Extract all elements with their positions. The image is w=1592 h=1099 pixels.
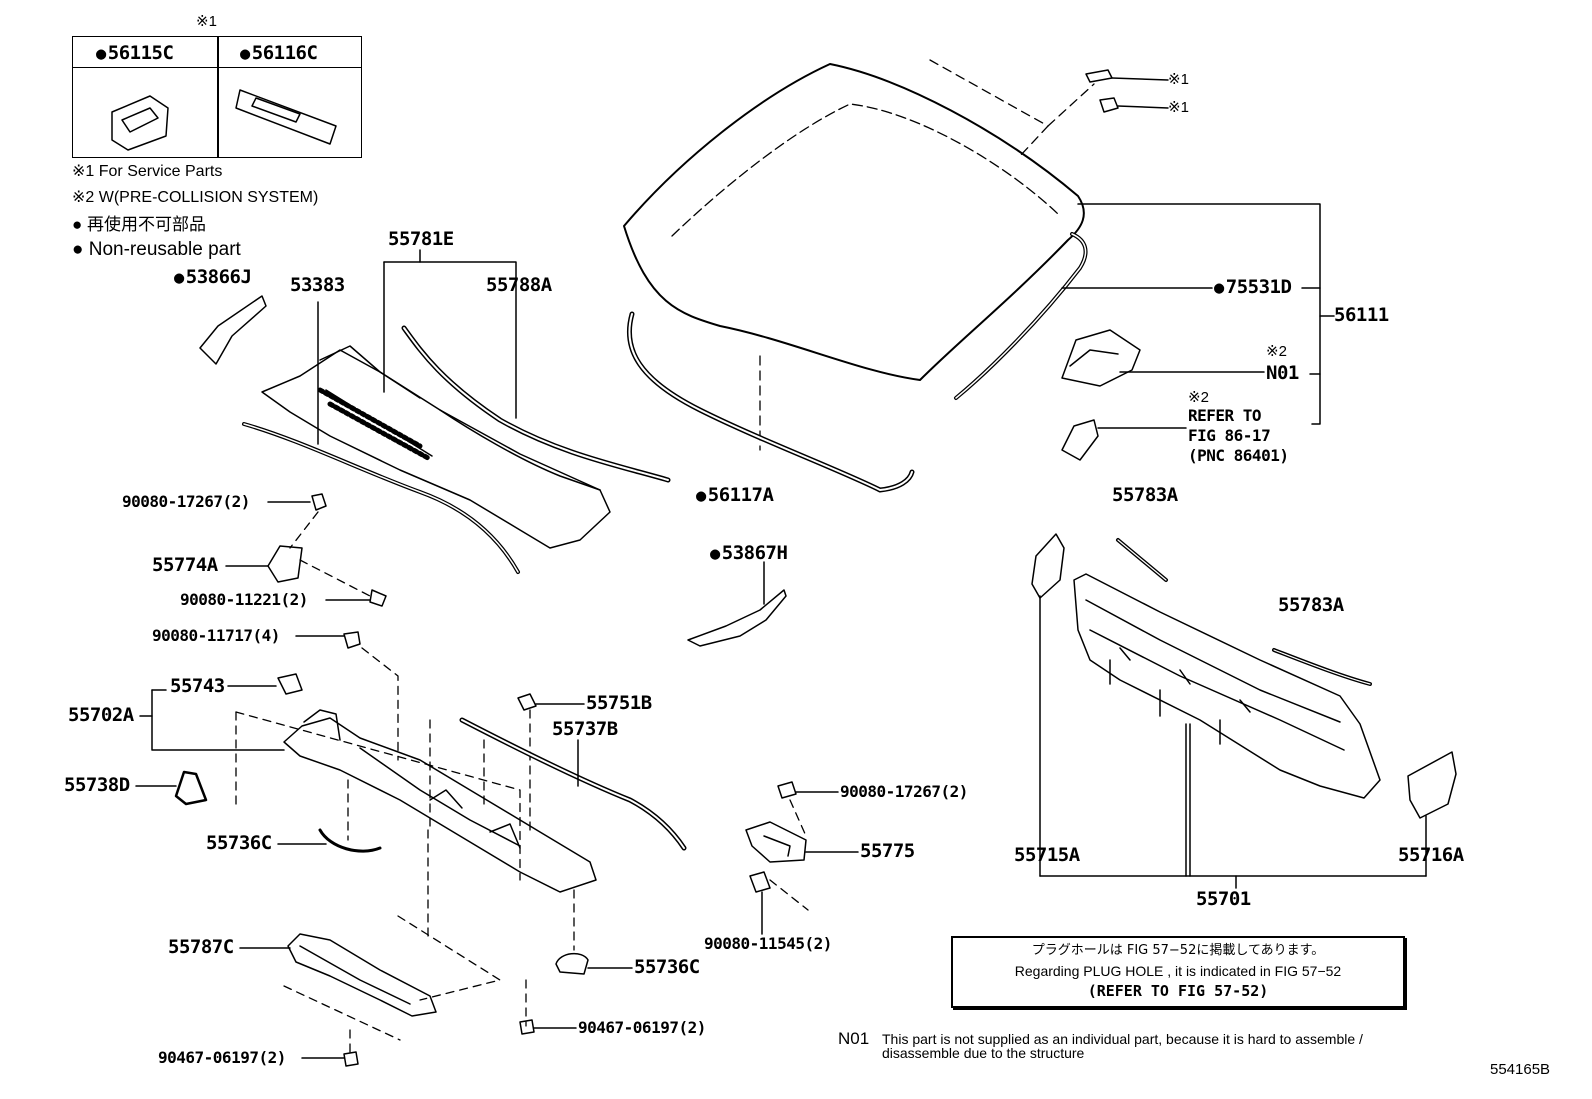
dash-panel-callout — [1039, 595, 1427, 889]
cowl-lower-callout — [139, 685, 285, 751]
legend-thumb-56116C — [235, 89, 337, 145]
windshield-glass — [623, 63, 1085, 381]
seal-55736C-b — [555, 952, 589, 975]
legend-divider — [217, 37, 219, 157]
ref-box-refer: (REFER TO FIG 57-52) — [1087, 982, 1269, 1000]
dash-panel — [1073, 573, 1381, 799]
seal-55737B — [459, 693, 687, 851]
label-55736C-right: 55736C — [634, 956, 700, 978]
label-N01: N01 — [1266, 362, 1299, 384]
bracket-53867H — [687, 589, 787, 647]
label-55788A: 55788A — [486, 274, 552, 296]
legend-note-service: ※1 For Service Parts — [72, 163, 223, 180]
footnote-line-1: This part is not supplied as an individu… — [882, 1031, 1363, 1047]
refer-line-3: (PNC 86401) — [1188, 446, 1289, 465]
mark-refer: ※2 — [1188, 389, 1209, 406]
side-molding-strip — [954, 232, 1088, 400]
bracket-55775 — [745, 781, 859, 935]
legend-note-nonreusable: ● Non-reusable part — [72, 239, 241, 260]
sensor-bracket — [1061, 329, 1141, 461]
label-56111: 56111 — [1334, 304, 1389, 326]
gusset-55716A — [1407, 751, 1457, 819]
label-55783A-top: 55783A — [1112, 484, 1178, 506]
legend-col-56115C: 56115C — [96, 44, 174, 63]
label-55783A-right: 55783A — [1278, 594, 1344, 616]
legend-table-mark: ※1 — [196, 13, 217, 30]
label-55787C: 55787C — [168, 936, 234, 958]
label-55774A: 55774A — [152, 554, 218, 576]
refer-line-1: REFER TO — [1188, 406, 1262, 425]
legend-note-jp: ● 再使用不可部品 — [72, 215, 206, 234]
grommet-55738D — [135, 770, 208, 806]
label-55702A: 55702A — [68, 704, 134, 726]
bracket-55775-leaders — [769, 799, 809, 911]
label-90080-11717: 90080-11717(4) — [152, 626, 280, 645]
plug-hole-reference-box: プラグホールは FIG 57−52に掲載してあります。 Regarding PL… — [951, 936, 1405, 1008]
label-90080-11221: 90080-11221(2) — [180, 590, 308, 609]
cowl-callout-lines — [317, 249, 517, 445]
ref-box-jp: プラグホールは FIG 57−52に掲載してあります。 — [1031, 943, 1325, 958]
clip-53866J — [199, 295, 267, 365]
cowl-upper-seal — [401, 325, 671, 483]
lower-molding-strip — [626, 311, 915, 493]
label-90467-06197-right: 90467-06197(2) — [578, 1018, 706, 1037]
windshield-clip-leaders — [759, 59, 1095, 451]
cowl-extension-panel — [239, 933, 437, 1017]
label-55701: 55701 — [1196, 888, 1251, 910]
label-75531D: 75531D — [1214, 278, 1292, 297]
label-90080-17267-left: 90080-17267(2) — [122, 492, 250, 511]
label-56117A: 56117A — [696, 486, 774, 505]
legend-thumb-56115C — [111, 95, 169, 151]
gusset-55715A — [1031, 533, 1065, 599]
refer-line-2: FIG 86-17 — [1188, 426, 1271, 445]
label-53866J: 53866J — [174, 268, 252, 287]
label-90080-11545: 90080-11545(2) — [704, 934, 832, 953]
clip-parts — [1085, 69, 1169, 113]
label-55751B: 55751B — [586, 692, 652, 714]
seal-55736C-a — [318, 828, 382, 853]
label-53867H: 53867H — [710, 544, 788, 563]
cowl-lower-panel — [283, 709, 597, 893]
ref-box-en: Regarding PLUG HOLE , it is indicated in… — [1014, 963, 1342, 979]
bracket-callout-lines — [1061, 203, 1335, 429]
footnote-code: N01 — [838, 1029, 870, 1048]
left-fasteners — [225, 493, 387, 649]
legend-note-precollision: ※2 W(PRE-COLLISION SYSTEM) — [72, 189, 319, 206]
label-90080-17267-mid: 90080-17267(2) — [840, 782, 968, 801]
cowl-top-panel — [261, 345, 611, 549]
mark-service-2: ※1 — [1168, 99, 1189, 116]
legend-table — [72, 36, 362, 158]
mark-n01: ※2 — [1266, 343, 1287, 360]
label-55743: 55743 — [170, 675, 225, 697]
legend-col-56116C: 56116C — [240, 44, 318, 63]
label-55715A: 55715A — [1014, 844, 1080, 866]
label-55737B: 55737B — [552, 718, 618, 740]
bottom-fasteners — [301, 1019, 577, 1067]
figure-id: 554165B — [1490, 1061, 1551, 1078]
clip-55743 — [277, 673, 303, 695]
label-90467-06197-left: 90467-06197(2) — [158, 1048, 286, 1067]
label-55738D: 55738D — [64, 774, 130, 796]
label-55775: 55775 — [860, 840, 915, 862]
cowl-seal-strip — [242, 422, 520, 574]
footnote-line-2: disassemble due to the structure — [882, 1045, 1085, 1061]
label-53383: 53383 — [290, 274, 345, 296]
mark-service-1: ※1 — [1168, 71, 1189, 88]
label-55781E: 55781E — [388, 228, 454, 250]
label-55736C-left: 55736C — [206, 832, 272, 854]
label-55716A: 55716A — [1398, 844, 1464, 866]
